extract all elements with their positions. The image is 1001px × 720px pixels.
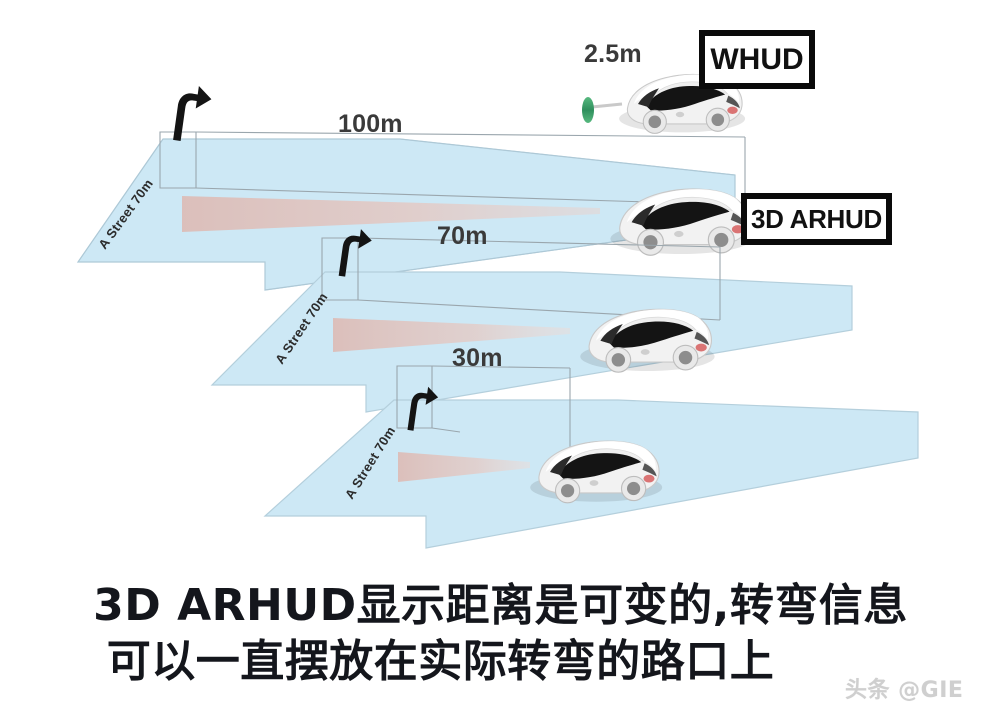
whud-virtual-image-plane — [582, 97, 623, 123]
badge-3d-arhud: 3D ARHUD — [741, 193, 892, 245]
badge-whud: WHUD — [699, 30, 815, 89]
distance-label-row-3: 30m — [452, 344, 503, 372]
distance-label-row-1: 100m — [338, 110, 403, 138]
caption-block: 3D ARHUD显示距离是可变的,转弯信息 可以一直摆放在实际转弯的路口上 — [0, 578, 1001, 690]
wireframe-row-3 — [396, 365, 571, 452]
caption-line-1: 3D ARHUD显示距离是可变的,转弯信息 — [93, 580, 908, 631]
road-plane-row-2 — [210, 271, 853, 413]
distance-label-whud: 2.5m — [584, 40, 642, 68]
caption-line-2: 可以一直摆放在实际转弯的路口上 — [106, 636, 775, 687]
left-turn-arrow-row-1 — [173, 83, 214, 145]
ar-beam-row-3 — [398, 452, 530, 482]
watermark: 头条 @GIE — [845, 678, 964, 703]
distance-label-row-2: 70m — [437, 222, 488, 250]
ar-beam-row-2 — [333, 318, 570, 352]
ar-beam-row-1 — [182, 196, 600, 232]
